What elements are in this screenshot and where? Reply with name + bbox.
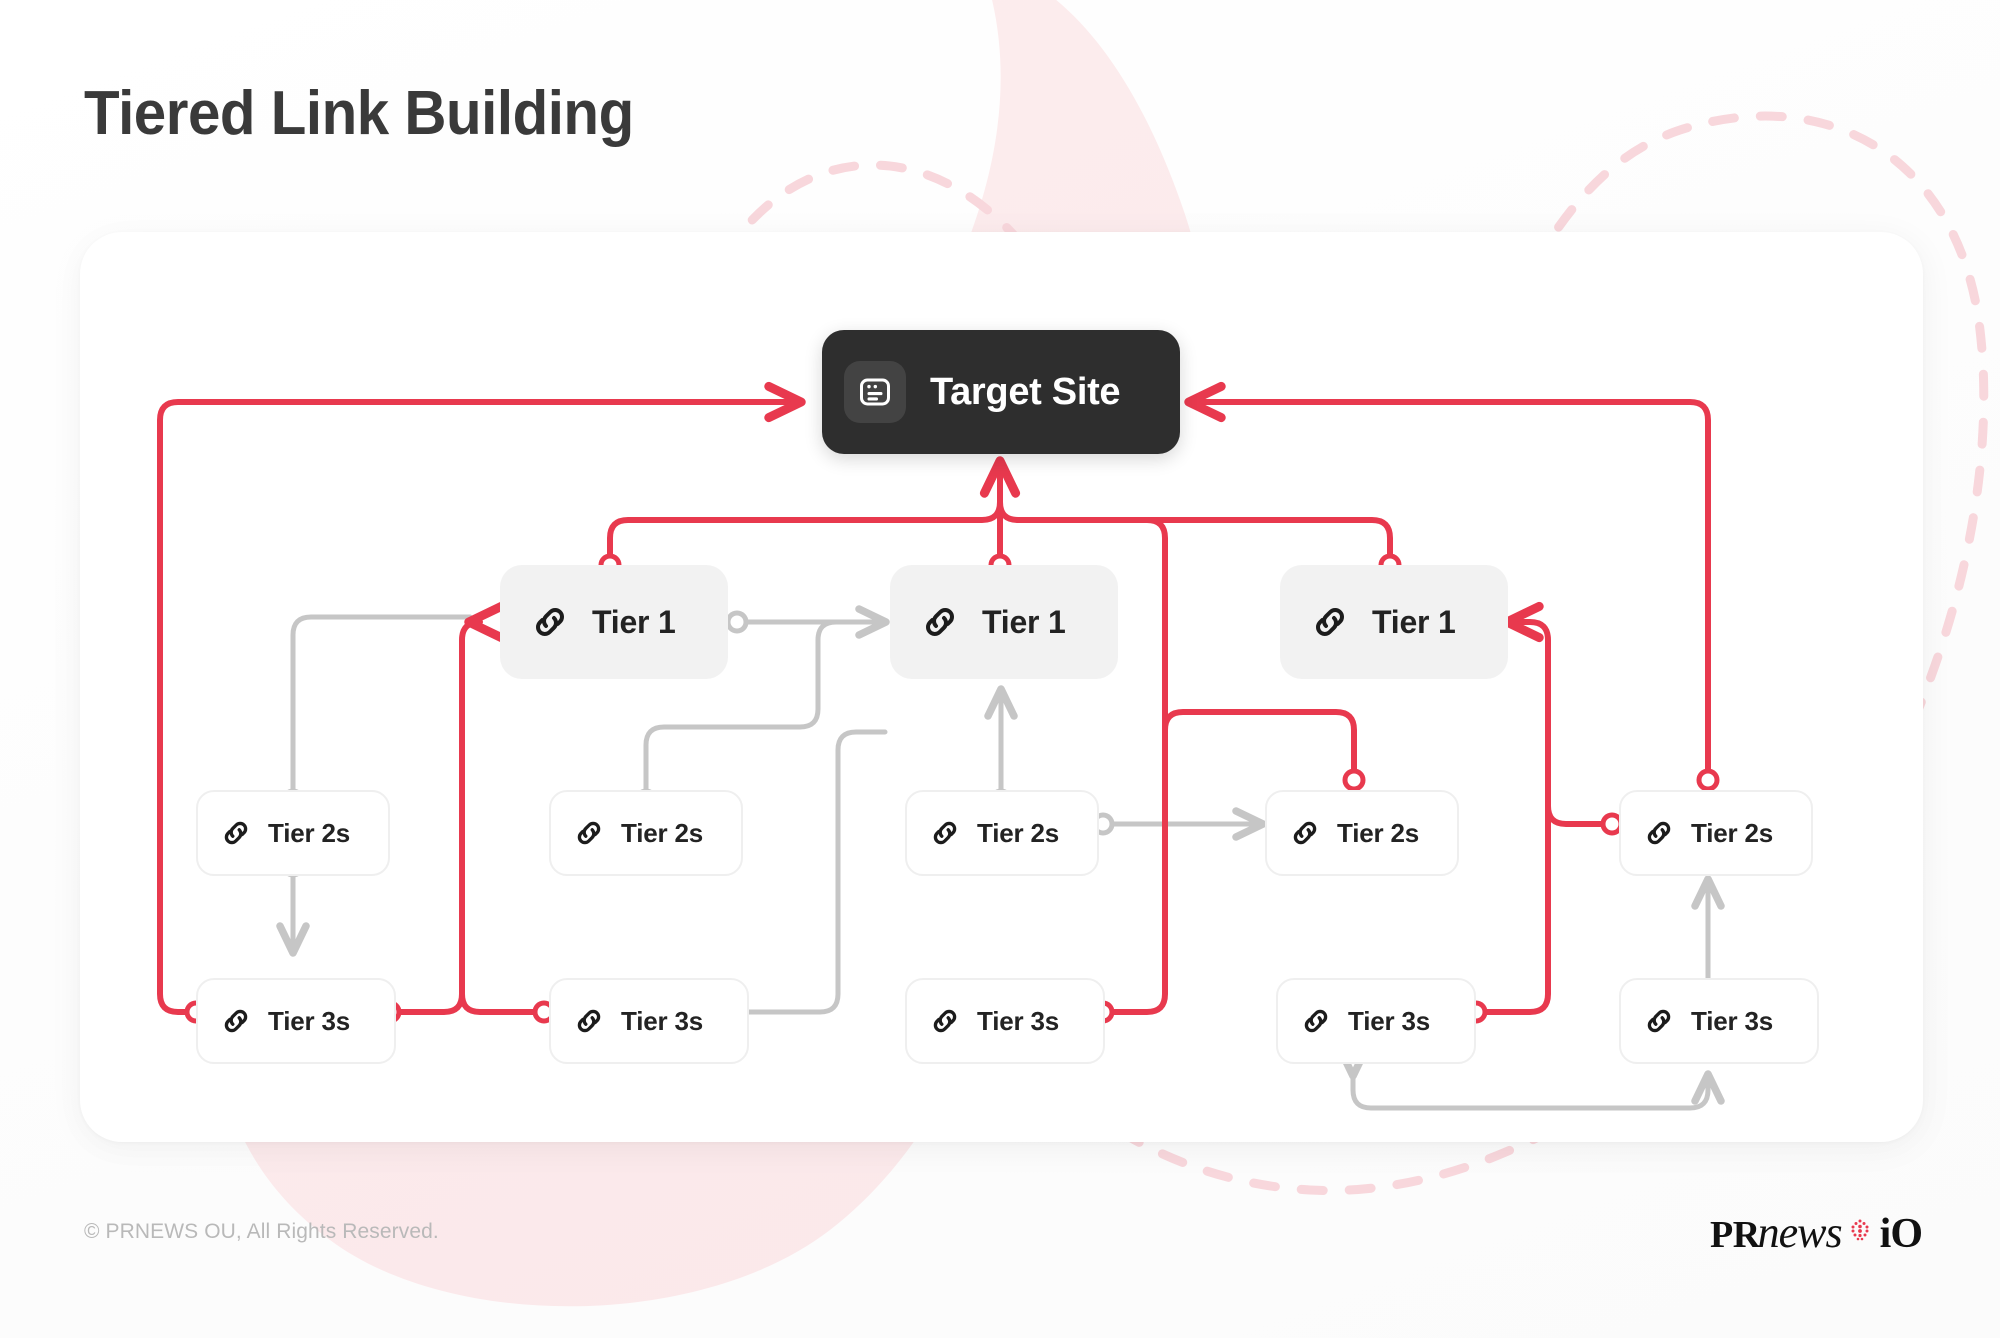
node-label: Tier 2s (977, 817, 1059, 848)
node-tier2-2[interactable]: Tier 2s (549, 790, 743, 876)
node-tier3-1[interactable]: Tier 3s (196, 978, 396, 1064)
page-title: Tiered Link Building (84, 79, 634, 148)
node-label: Tier 2s (621, 817, 703, 848)
node-tier3-4[interactable]: Tier 3s (1276, 978, 1476, 1064)
node-target-site[interactable]: Target Site (822, 330, 1180, 454)
node-label: Tier 1 (1372, 603, 1456, 640)
node-tier1-2[interactable]: Tier 1 (890, 565, 1118, 679)
dotted-circle-icon (1845, 1215, 1875, 1250)
node-label: Tier 2s (1337, 817, 1419, 848)
node-tier3-2[interactable]: Tier 3s (549, 978, 749, 1064)
node-tier1-3[interactable]: Tier 1 (1280, 565, 1508, 679)
chain-link-icon (577, 821, 601, 845)
node-label: Tier 1 (592, 603, 676, 640)
node-tier3-3[interactable]: Tier 3s (905, 978, 1105, 1064)
node-label: Tier 3s (268, 1005, 350, 1036)
node-tier1-1[interactable]: Tier 1 (500, 565, 728, 679)
copyright-text: © PRNEWS OU, All Rights Reserved. (84, 1220, 439, 1243)
logo-io-text: iO (1879, 1211, 1923, 1257)
chain-link-icon (1647, 1009, 1671, 1033)
node-label: Tier 1 (982, 603, 1066, 640)
chain-link-icon (926, 608, 954, 636)
node-label: Tier 3s (977, 1005, 1059, 1036)
chain-link-icon (536, 608, 564, 636)
chain-link-icon (933, 821, 957, 845)
prnewsio-logo: PR news iO (1710, 1207, 1923, 1258)
node-tier2-3[interactable]: Tier 2s (905, 790, 1099, 876)
node-label: Tier 3s (1348, 1005, 1430, 1036)
node-label: Tier 2s (1691, 817, 1773, 848)
chain-link-icon (224, 1009, 248, 1033)
chain-link-icon (933, 1009, 957, 1033)
browser-window-icon (844, 361, 906, 423)
node-tier3-5[interactable]: Tier 3s (1619, 978, 1819, 1064)
logo-news-text: news (1757, 1208, 1843, 1257)
chain-link-icon (224, 821, 248, 845)
node-tier2-4[interactable]: Tier 2s (1265, 790, 1459, 876)
node-label: Tier 3s (621, 1005, 703, 1036)
node-label: Tier 2s (268, 817, 350, 848)
chain-link-icon (1304, 1009, 1328, 1033)
node-tier2-1[interactable]: Tier 2s (196, 790, 390, 876)
node-label: Tier 3s (1691, 1005, 1773, 1036)
logo-pr-text: PR (1710, 1214, 1760, 1256)
target-site-label: Target Site (930, 370, 1121, 413)
chain-link-icon (1293, 821, 1317, 845)
node-tier2-5[interactable]: Tier 2s (1619, 790, 1813, 876)
chain-link-icon (577, 1009, 601, 1033)
chain-link-icon (1316, 608, 1344, 636)
chain-link-icon (1647, 821, 1671, 845)
